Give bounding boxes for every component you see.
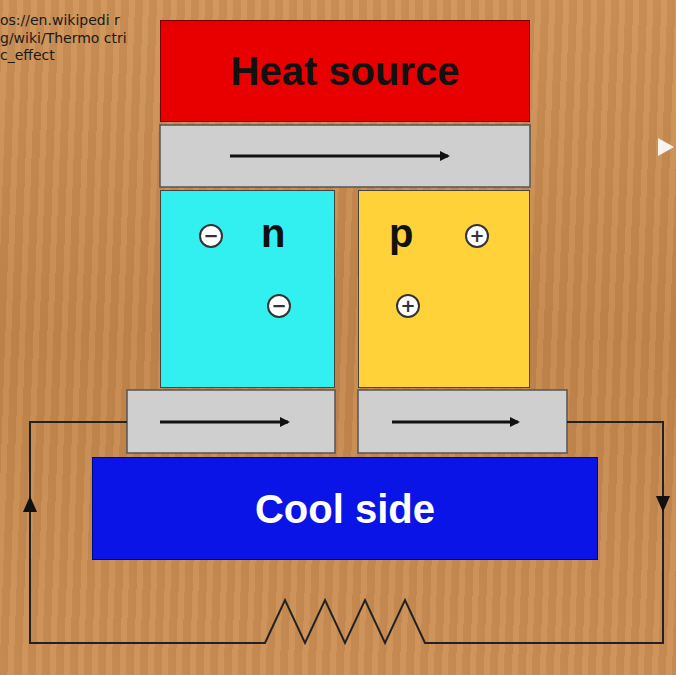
charge-sign: − [203,227,218,245]
material-letter: n [261,211,285,255]
block-title: Cool side [255,487,435,531]
play-icon [658,138,674,156]
material-block: Heat source [160,20,530,122]
current-arrow [23,496,37,512]
charge-sign: + [400,297,415,315]
bottom-pad [358,390,567,453]
charge-sign: + [469,227,484,245]
top-plate [160,125,530,187]
material-block: Cool side [92,457,598,560]
material-letter: p [389,211,413,255]
material-block: n − − [160,190,335,388]
current-arrow [230,155,448,158]
charge-carrier: + [465,224,489,248]
current-arrow [160,421,288,424]
source-url: os://en.wikipedi rg/wiki/Thermo ctric_ef… [0,12,132,65]
bottom-pad [127,390,335,453]
material-block: p + + [358,190,530,388]
block-title: Heat source [231,49,460,93]
charge-carrier: − [199,224,223,248]
charge-sign: − [271,297,286,315]
charge-carrier: + [396,294,420,318]
charge-carrier: − [267,294,291,318]
current-arrow [392,421,518,424]
circuit-wire [30,422,663,643]
current-arrow [656,496,670,512]
